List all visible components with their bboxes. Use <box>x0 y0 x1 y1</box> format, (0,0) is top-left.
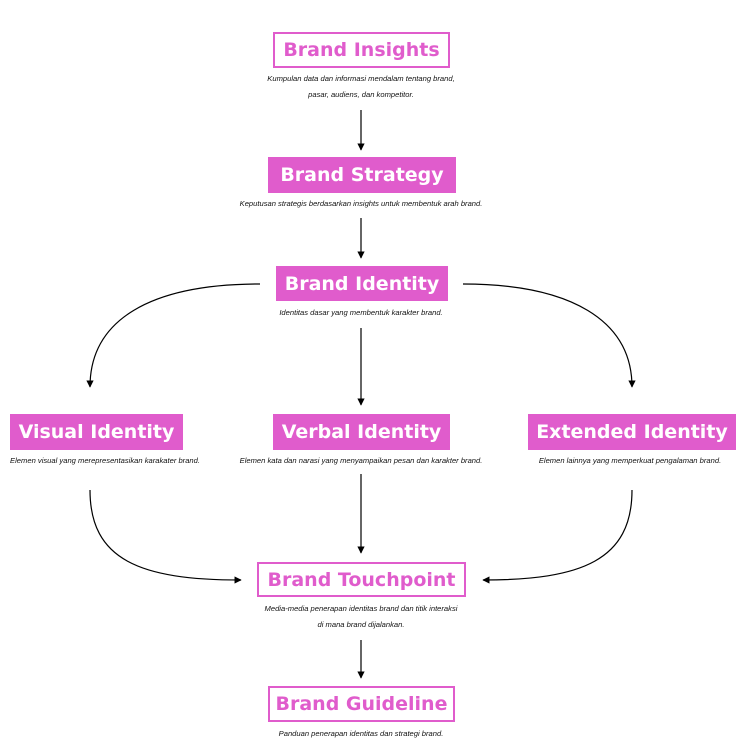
desc-brand-identity: Identitas dasar yang membentuk karakter … <box>211 305 511 321</box>
desc-brand-touchpoint: Media-media penerapan identitas brand da… <box>201 601 521 633</box>
node-brand-identity: Brand Identity <box>276 266 448 301</box>
desc-verbal-identity: Elemen kata dan narasi yang menyampaikan… <box>201 453 521 469</box>
node-brand-touchpoint: Brand Touchpoint <box>257 562 466 597</box>
arrow-extended-to-touchpoint <box>482 489 633 584</box>
desc-brand-insights-line-1: Kumpulan data dan informasi mendalam ten… <box>267 74 455 83</box>
desc-brand-strategy-line-1: Keputusan strategis berdasarkan insights… <box>239 199 483 208</box>
desc-brand-strategy: Keputusan strategis berdasarkan insights… <box>181 196 541 212</box>
desc-verbal-identity-line-1: Elemen kata dan narasi yang menyampaikan… <box>239 456 483 465</box>
node-brand-guideline: Brand Guideline <box>268 686 455 722</box>
desc-brand-guideline: Panduan penerapan identitas dan strategi… <box>211 726 511 742</box>
desc-brand-touchpoint-line-1: Media-media penerapan identitas brand da… <box>264 604 458 613</box>
desc-brand-touchpoint-line-2: di mana brand dijalankan. <box>317 620 405 629</box>
node-brand-insights: Brand Insights <box>273 32 450 68</box>
desc-visual-identity-line-1: Elemen visual yang merepresentasikan kar… <box>10 456 200 465</box>
arrow-identity-to-visual <box>86 283 261 388</box>
desc-brand-identity-line-1: Identitas dasar yang membentuk karakter … <box>279 308 443 317</box>
desc-extended-identity: Elemen lainnya yang memperkuat pengalama… <box>516 453 744 469</box>
arrow-visual-to-touchpoint <box>89 489 242 584</box>
node-verbal-identity: Verbal Identity <box>273 414 450 450</box>
desc-visual-identity: Elemen visual yang merepresentasikan kar… <box>0 453 200 469</box>
node-extended-identity: Extended Identity <box>528 414 736 450</box>
node-visual-identity: Visual Identity <box>10 414 183 450</box>
desc-extended-identity-line-1: Elemen lainnya yang memperkuat pengalama… <box>538 456 722 465</box>
node-brand-strategy: Brand Strategy <box>268 157 456 193</box>
desc-brand-insights: Kumpulan data dan informasi mendalam ten… <box>211 71 511 103</box>
desc-brand-guideline-line-1: Panduan penerapan identitas dan strategi… <box>278 729 444 738</box>
arrow-identity-to-extended <box>462 283 636 388</box>
desc-brand-insights-line-2: pasar, audiens, dan kompetitor. <box>308 90 414 99</box>
